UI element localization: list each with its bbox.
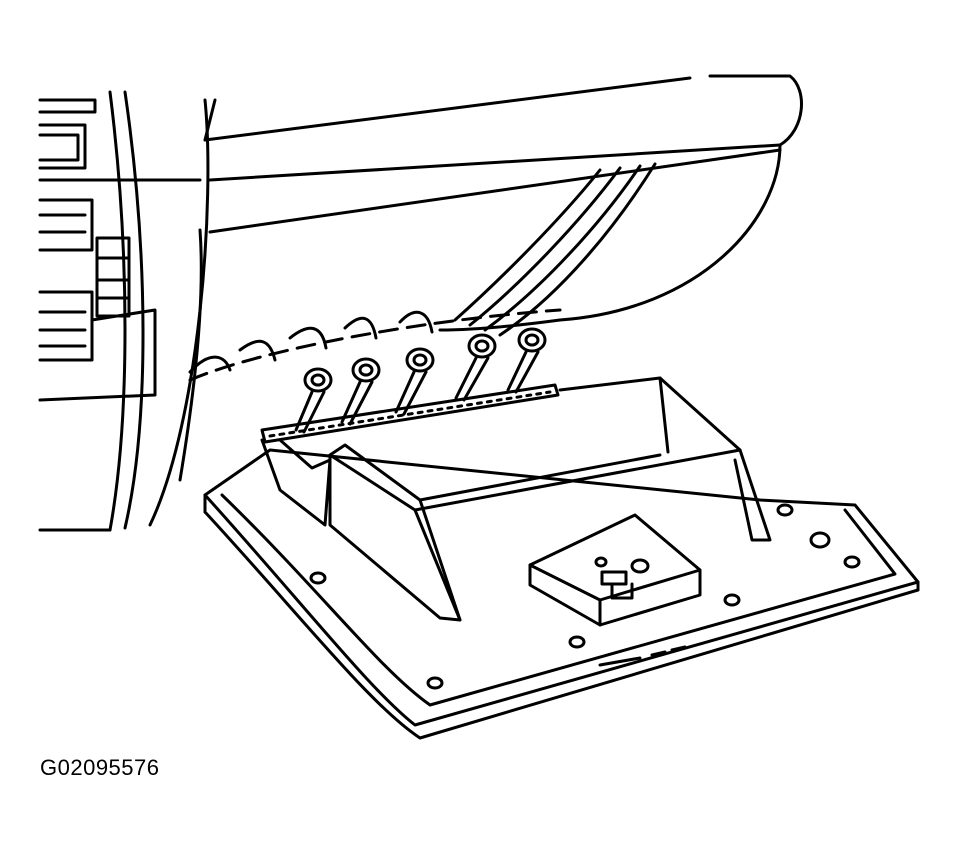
hinge-screws (294, 327, 547, 434)
hinge-strip (260, 383, 560, 444)
hinge-screw (506, 327, 547, 394)
hinge-screw (454, 333, 497, 402)
glove-box-door (203, 376, 920, 740)
dashboard-upper-surface (148, 74, 803, 527)
glove-box-opening-edge (188, 308, 562, 382)
figure-id-label: G02095576 (40, 755, 160, 780)
instrument-panel-left (38, 90, 202, 532)
glove-box-check-straps (453, 162, 657, 337)
